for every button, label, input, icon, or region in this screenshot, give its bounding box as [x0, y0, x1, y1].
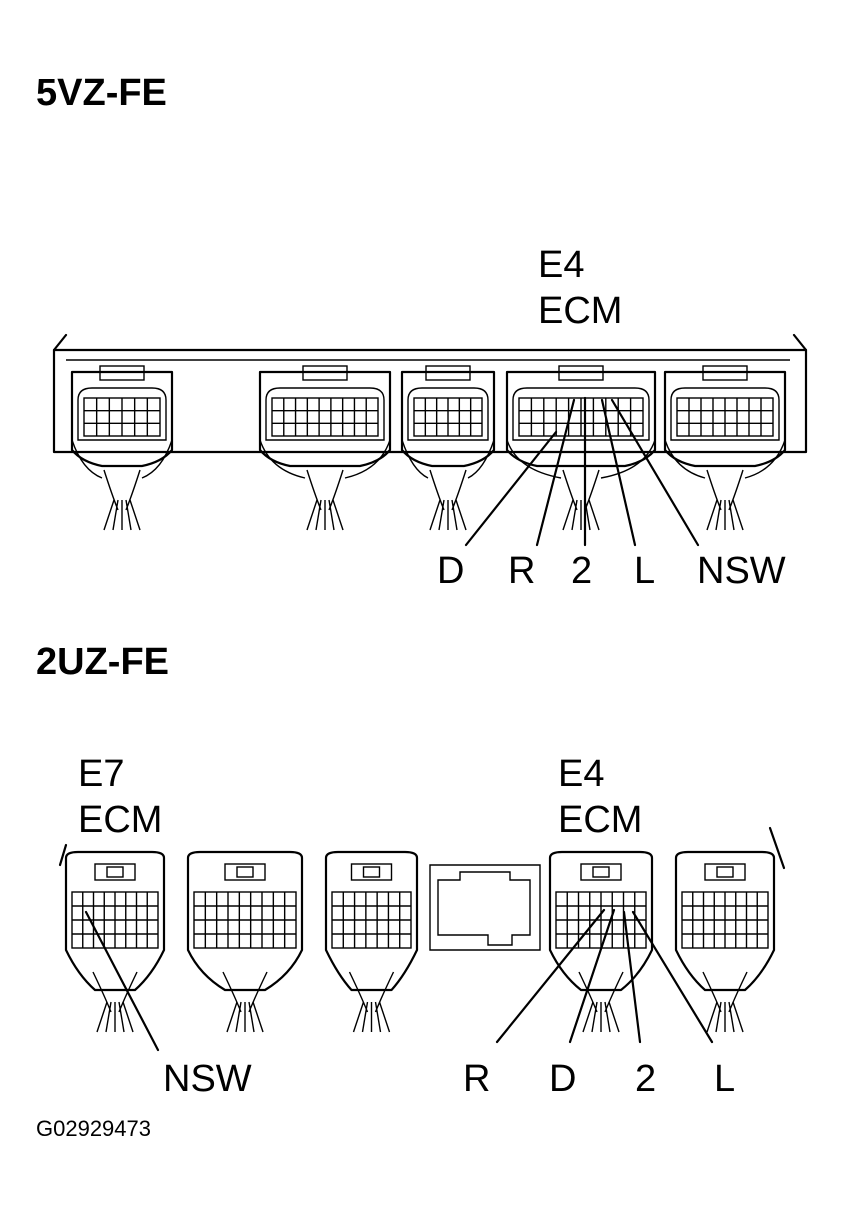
connector-5vz-4 [505, 365, 657, 531]
connector-group-5vz [70, 365, 787, 531]
terminal-label-nsw-2uz: NSW [163, 1058, 252, 1100]
connector-2uz-4 [548, 850, 654, 1033]
connector-2uz-2 [186, 850, 304, 1033]
terminal-label-l-2uz: L [714, 1058, 736, 1100]
connector-2uz-3 [324, 850, 419, 1033]
terminal-label-l-5vz: L [634, 550, 656, 592]
connector-code-e4-5vz: E4 [538, 244, 585, 286]
connector-2uz-1 [64, 850, 166, 1033]
leader-lines-5vz [464, 396, 700, 547]
engine-title-2uz: 2UZ-FE [36, 641, 169, 683]
connector-code-e7-2uz: E7 [78, 753, 125, 795]
terminal-label-2-2uz: 2 [635, 1058, 657, 1100]
connector-group-2uz [64, 850, 776, 1033]
ecm-housing-2uz [58, 826, 786, 951]
terminal-label-2-5vz: 2 [571, 550, 593, 592]
connector-name-ecm-5vz: ECM [538, 290, 623, 332]
terminal-label-d-5vz: D [437, 550, 465, 592]
figure-id: G02929473 [36, 1116, 151, 1141]
connector-5vz-3 [400, 365, 496, 531]
connector-5vz-1 [70, 365, 174, 531]
leader-lines-2uz [84, 908, 714, 1052]
terminal-label-nsw-5vz: NSW [697, 550, 786, 592]
ecm-housing-5vz [52, 333, 808, 454]
connector-5vz-5 [663, 365, 787, 531]
connector-name-ecm-right-2uz: ECM [558, 799, 643, 841]
connector-5vz-2 [258, 365, 392, 531]
connector-2uz-5 [674, 850, 776, 1033]
connector-code-e4-2uz: E4 [558, 753, 605, 795]
terminal-label-r-2uz: R [463, 1058, 491, 1100]
terminal-label-d-2uz: D [549, 1058, 577, 1100]
connector-name-ecm-left-2uz: ECM [78, 799, 163, 841]
engine-title-5vz: 5VZ-FE [36, 72, 167, 114]
terminal-label-r-5vz: R [508, 550, 536, 592]
